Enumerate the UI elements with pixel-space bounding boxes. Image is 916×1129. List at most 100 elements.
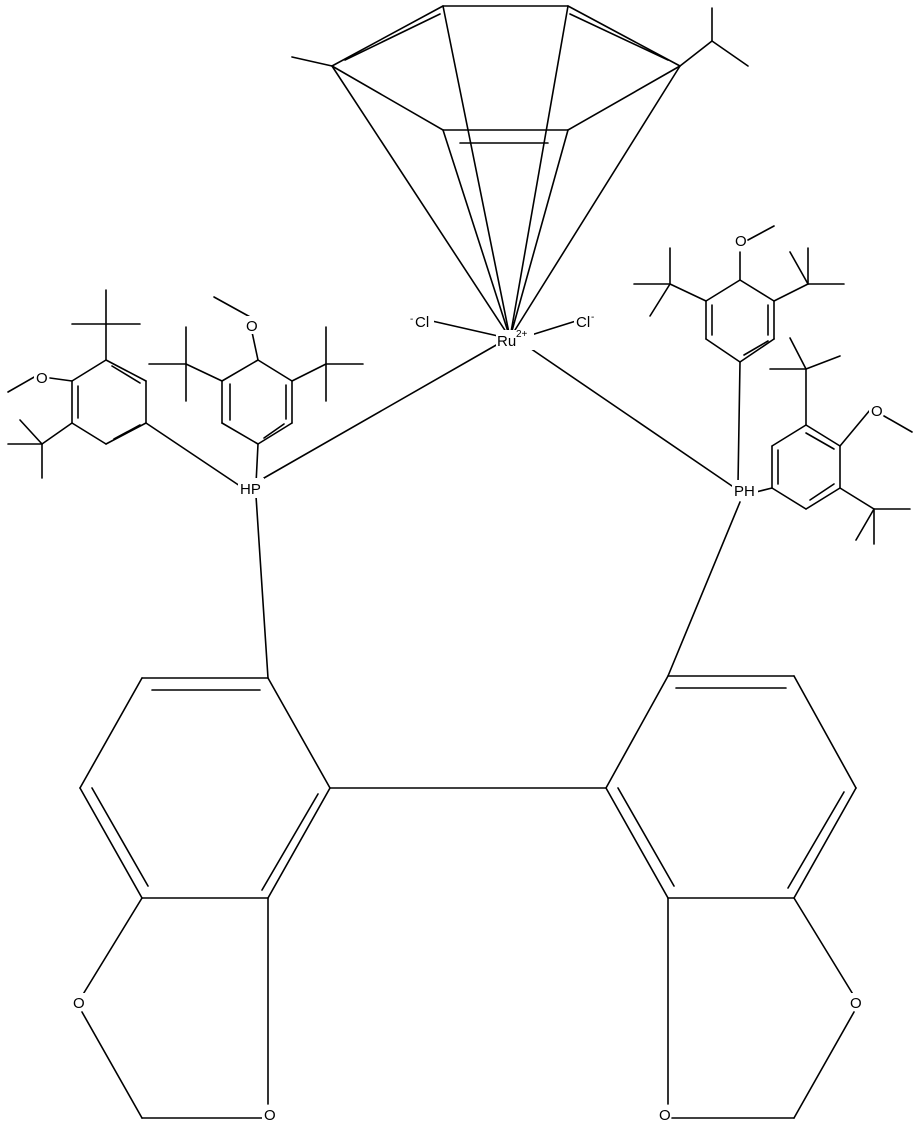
aryl-double-bond [113,424,141,440]
aryl-ring-bond [739,338,775,363]
o-methyl-bond [747,225,775,241]
ru-p-bond [263,343,499,479]
atom-labels: Ru 2+ - Cl Cl - HP PH O O O O O O O O [34,231,883,1124]
aryl-ring-bond [805,424,841,447]
aryl-ring-bond [705,279,741,302]
arene-ring-bond [331,5,444,67]
aryl-double-bond [743,340,769,356]
isopropyl-bond [679,40,713,67]
chloride-left-label: Cl [415,314,429,331]
metal-arene-bond [509,129,569,339]
o-methyl-bond [7,375,37,393]
aromatic-double-bond [787,791,845,889]
chloride-right-charge: - [591,312,594,323]
isopropyl-bond [711,40,749,67]
aryl-ring-bond [71,422,107,445]
c-o-bond [839,409,871,447]
aromatic-ring-bond [267,787,331,899]
p-aryl-bond [255,443,259,485]
aromatic-ring-bond [793,787,857,899]
bond-lines [7,5,913,1119]
aryl-ring-bond [105,359,147,382]
o-methyl-bond [883,415,913,433]
arene-ring-bond [567,65,681,131]
p-aryl-bond [737,361,741,485]
oxygen-methoxy-1: O [246,318,258,335]
p-aryl-bond [255,495,269,679]
metal-arene-bond [442,129,511,339]
dioxane-bond [81,1011,143,1119]
p-aryl-bond [667,501,741,677]
metal-arene-bond [331,65,511,339]
ruthenium-label: Ru [497,333,516,350]
ru-cl-bond [527,320,577,337]
aromatic-double-bond [91,787,149,887]
arene-double-bond [569,13,669,61]
tbu-bond [41,422,73,445]
metal-arene-bond [509,65,681,339]
aryl-double-bond [805,432,835,450]
chloride-right-label: Cl [576,314,590,331]
aryl-ring-bond [739,279,775,302]
tbu-bond [649,283,671,317]
aryl-double-bond [809,483,835,501]
aryl-ring-bond [771,487,807,510]
aromatic-ring-bond [605,787,669,899]
aryl-double-bond [111,365,141,384]
c-o-bond [251,331,259,361]
phosphorus-right-label: PH [734,483,755,500]
aromatic-ring-bond [267,677,331,789]
dioxane-bond [81,897,143,997]
p-aryl-bond [145,422,241,487]
aryl-ring-bond [705,338,741,363]
tbu-bond [789,337,807,370]
tbu-bond [669,283,707,302]
phosphorus-left-label: HP [240,481,261,498]
oxygen-dioxane-left-1: O [73,995,85,1012]
aromatic-double-bond [617,787,675,887]
o-methyl-bond [213,296,253,319]
tbu-bond [185,363,223,382]
aryl-ring-bond [257,422,293,445]
oxygen-methoxy-4: O [871,403,883,420]
p-aryl-bond [755,487,773,493]
ru-p-bond [523,343,733,487]
arene-ring-bond [331,65,444,131]
aryl-ring-bond [105,422,147,445]
aryl-double-bond [263,423,285,439]
oxygen-dioxane-right-1: O [659,1107,671,1124]
tbu-bond [789,251,809,285]
aryl-ring-bond [257,359,293,382]
aromatic-ring-bond [79,677,143,789]
aromatic-ring-bond [79,787,143,899]
aromatic-ring-bond [793,675,857,789]
ru-cl-bond [431,320,499,337]
aromatic-ring-bond [605,675,669,789]
aryl-ring-bond [221,359,259,382]
tbu-bond [855,508,875,541]
c-o-bond [49,377,73,382]
aryl-ring-bond [805,487,841,510]
tbu-bond [839,487,875,510]
aryl-ring-bond [71,359,107,382]
metal-arene-bond [509,5,569,339]
ruthenium-charge: 2+ [516,329,528,340]
tbu-bond [805,355,841,370]
oxygen-dioxane-left-2: O [264,1107,276,1124]
oxygen-dioxane-right-2: O [850,995,862,1012]
aryl-ring-bond [221,422,259,445]
aromatic-double-bond [261,793,319,891]
methyl-bond [291,56,333,67]
dioxane-bond [793,897,855,997]
oxygen-methoxy-2: O [36,370,48,387]
aryl-ring-bond [771,424,807,447]
tbu-bond [773,283,809,302]
tbu-bond [291,363,327,382]
oxygen-methoxy-3: O [735,233,747,250]
tbu-bond [19,419,43,445]
dioxane-bond [793,1011,855,1119]
metal-arene-bond [442,5,511,339]
arene-double-bond [344,13,441,61]
